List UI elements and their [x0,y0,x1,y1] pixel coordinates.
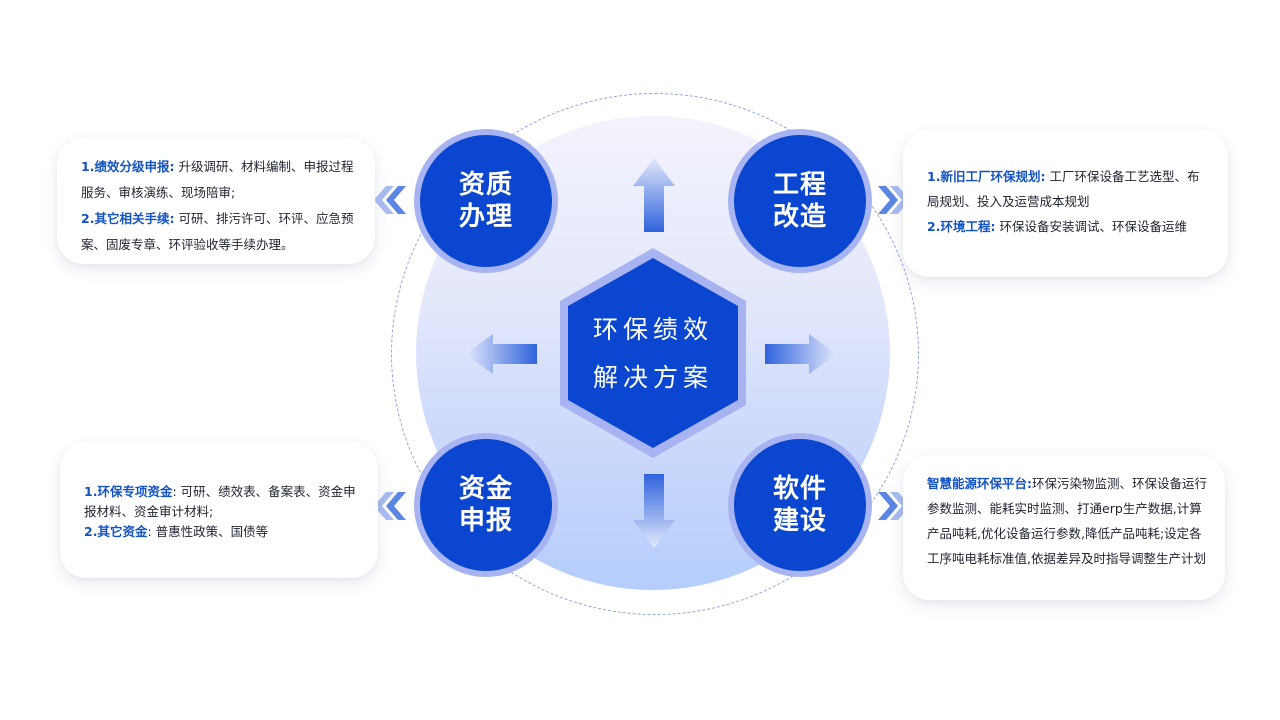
node-funding: 资金申报 [414,433,558,577]
card-engineering: 1.新旧工厂环保规划: 工厂环保设备工艺选型、布局规划、投入及运营成本规划 2.… [903,130,1228,277]
center-hexagon: 环保绩效 解决方案 [558,246,748,460]
arrow-left-icon [465,334,537,374]
node-software: 软件建设 [728,433,872,577]
double-chevron-left-icon [374,186,406,214]
item-text: 可研、排污许可、环评、应急预案、固废专章、环评验收等手续办理。 [81,211,354,252]
card-engineering-item2: 2.环境工程: 环保设备安装调试、环保设备运维 [927,214,1210,239]
node-funding-label: 资金申报 [458,474,513,536]
node-engineering: 工程改造 [728,129,872,273]
card-funding: 1.环保专项资金: 可研、绩效表、备案表、资金申报材料、资金审计材料; 2.其它… [60,442,378,578]
card-funding-item2: 2.其它资金: 普惠性政策、国债等 [84,522,360,542]
item-key: 2.其它资金 [84,524,148,539]
card-qualification-item2: 2.其它相关手续: 可研、排污许可、环评、应急预案、固废专章、环评验收等手续办理… [81,206,357,258]
item-text: : 普惠性政策、国债等 [147,524,269,539]
item-key: 2.其它相关手续: [81,211,175,226]
arrow-down-icon [633,474,675,548]
node-qualification: 资质办理 [414,129,558,273]
card-qualification: 1.绩效分级申报: 升级调研、材料编制、申报过程服务、审核演练、现场陪审; 2.… [57,138,375,264]
item-key: 1.环保专项资金 [84,484,173,499]
item-key: 智慧能源环保平台: [927,476,1032,491]
double-chevron-left-icon [374,492,406,520]
dashed-orbit-ring [391,93,919,615]
item-key: 1.绩效分级申报: [81,159,175,174]
card-software-item1: 智慧能源环保平台:环保污染物监测、环保设备运行参数监测、能耗实时监测、打通erp… [927,471,1207,571]
item-text: 工厂环保设备工艺选型、布局规划、投入及运营成本规划 [927,169,1200,209]
item-key: 2.环境工程: [927,219,996,234]
card-software: 智慧能源环保平台:环保污染物监测、环保设备运行参数监测、能耗实时监测、打通erp… [903,455,1225,600]
arrow-right-icon [765,334,837,374]
item-text: 升级调研、材料编制、申报过程服务、审核演练、现场陪审; [81,159,354,200]
arrow-up-icon [633,158,675,232]
center-title: 环保绩效 解决方案 [558,306,748,402]
item-text: : 可研、绩效表、备案表、资金申报材料、资金审计材料; [84,484,356,519]
center-title-line2: 解决方案 [592,363,713,392]
node-software-label: 软件建设 [772,474,827,536]
item-key: 1.新旧工厂环保规划: [927,169,1046,184]
card-funding-item1: 1.环保专项资金: 可研、绩效表、备案表、资金申报材料、资金审计材料; [84,482,360,522]
node-qualification-label: 资质办理 [458,170,513,232]
item-text: 环保污染物监测、环保设备运行参数监测、能耗实时监测、打通erp生产数据,计算产品… [927,476,1208,566]
center-title-line1: 环保绩效 [592,315,713,344]
card-qualification-item1: 1.绩效分级申报: 升级调研、材料编制、申报过程服务、审核演练、现场陪审; [81,154,357,206]
card-engineering-item1: 1.新旧工厂环保规划: 工厂环保设备工艺选型、布局规划、投入及运营成本规划 [927,164,1210,214]
node-engineering-label: 工程改造 [772,170,827,232]
item-text: 环保设备安装调试、环保设备运维 [999,219,1187,234]
